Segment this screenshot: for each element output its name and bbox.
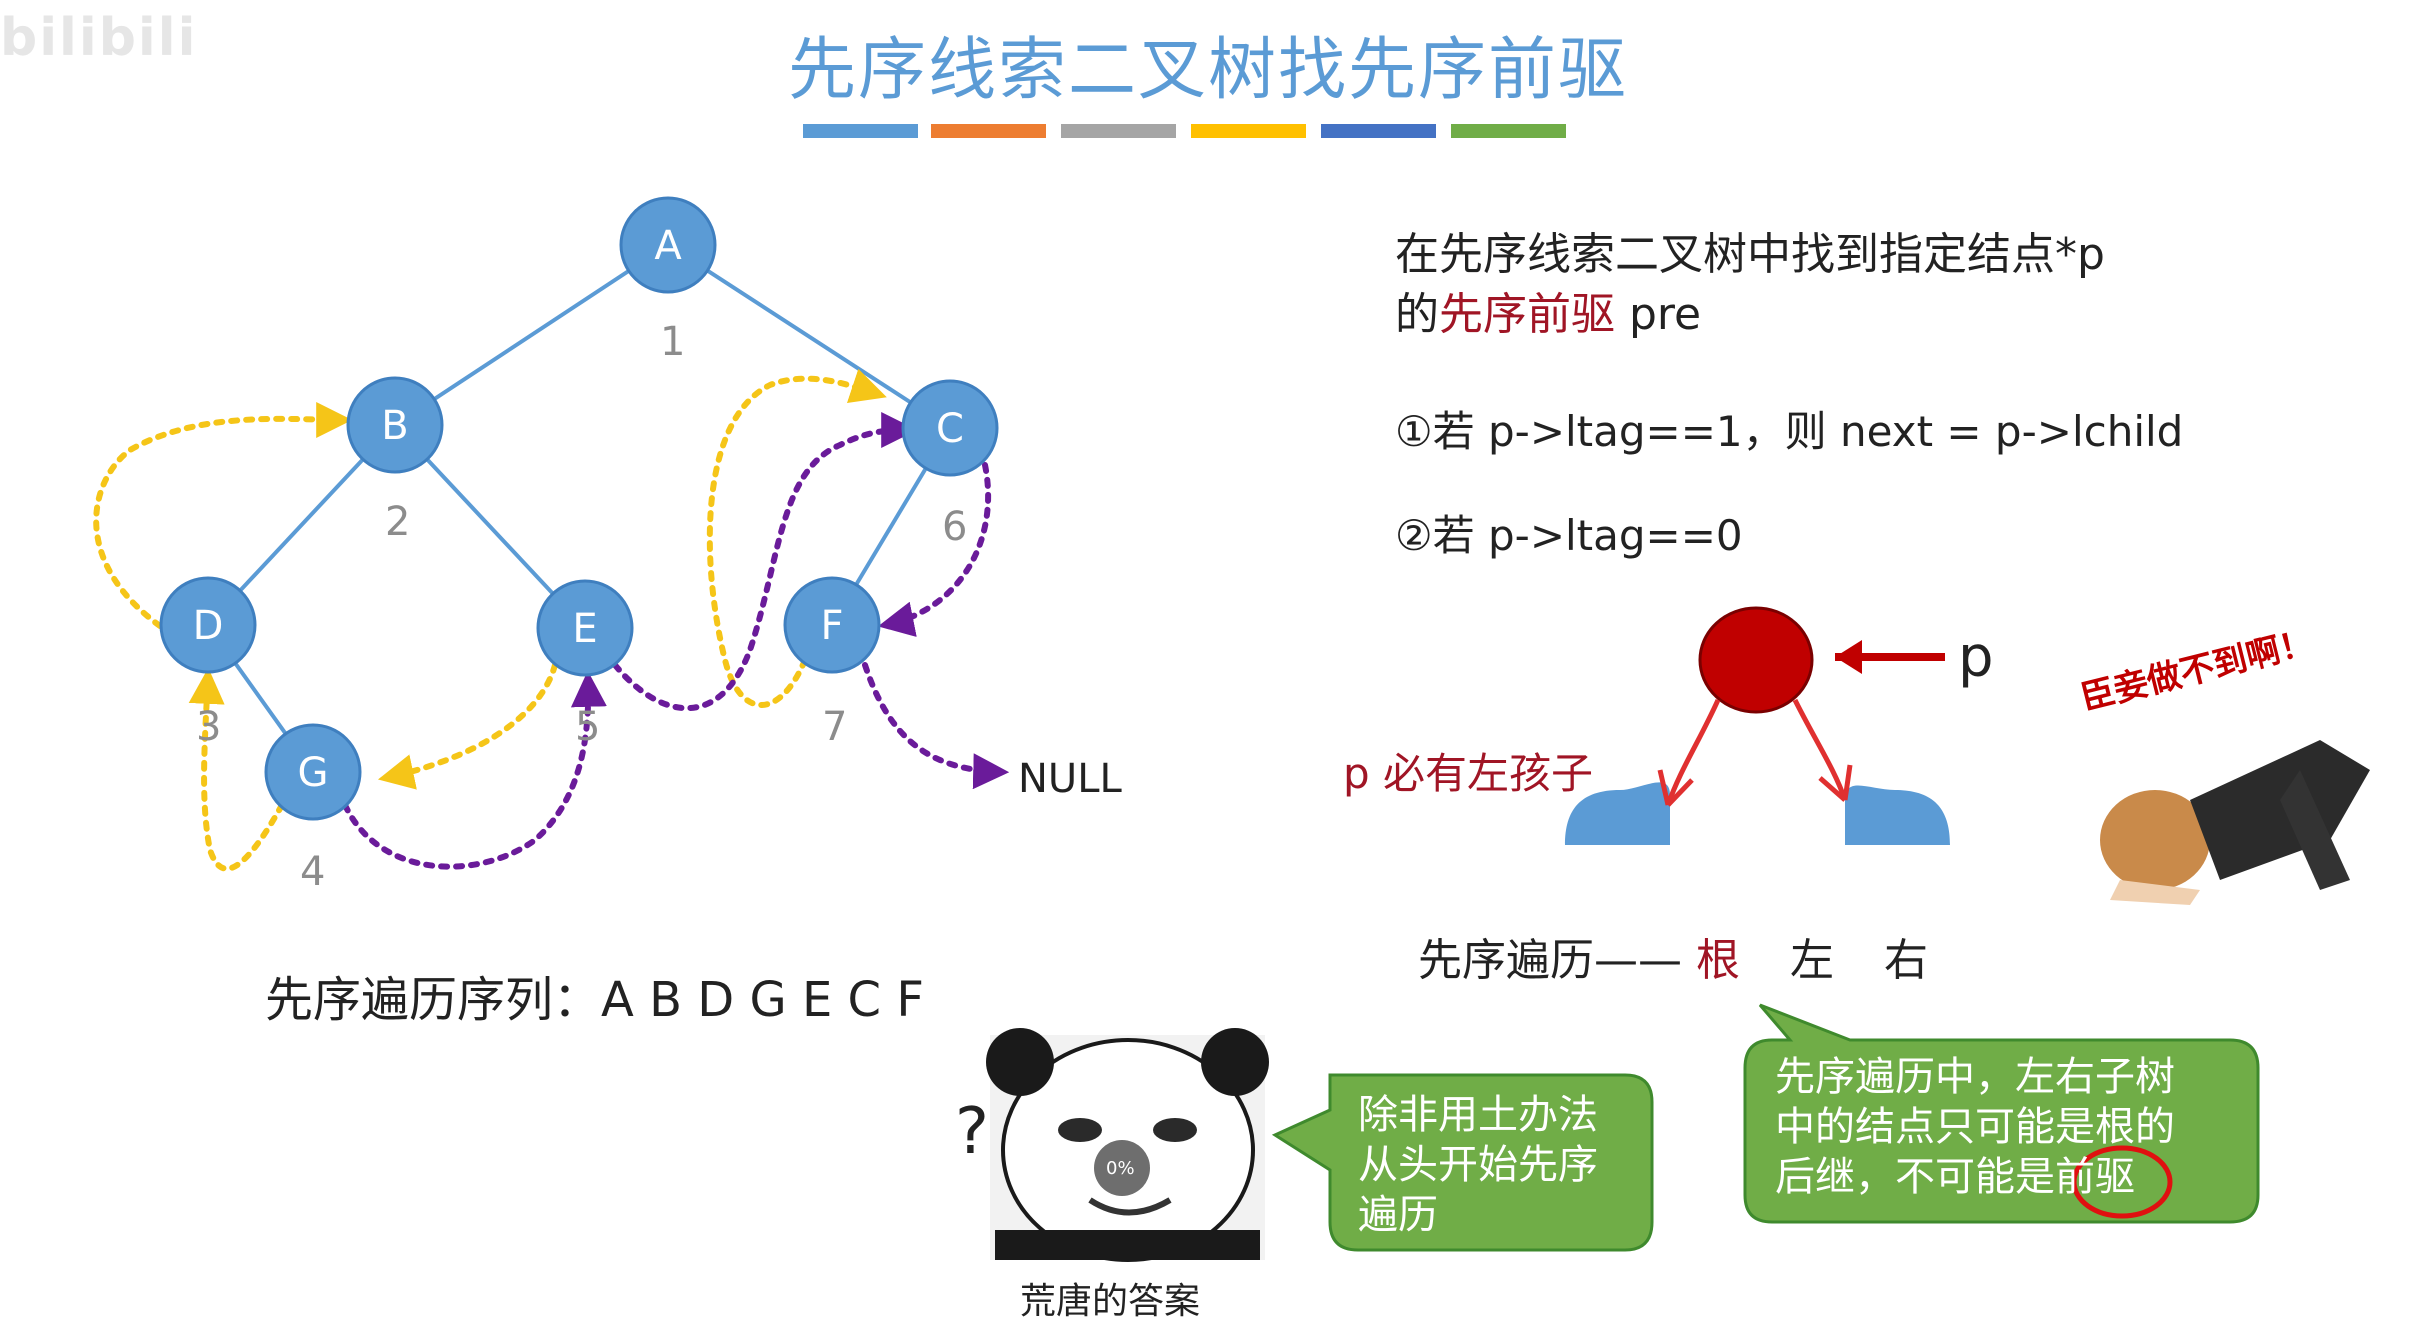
bubble-left-line-2: 从头开始先序 bbox=[1358, 1142, 1598, 1188]
left-word: 左 bbox=[1790, 935, 1834, 986]
thread-f-to-e-c bbox=[706, 368, 887, 708]
preorder-sequence-value: A B D G E C F bbox=[601, 972, 924, 1028]
highlight-preorder-predecessor: 先序前驱 bbox=[1439, 289, 1615, 340]
p-label: p bbox=[1958, 625, 1994, 690]
thread-e-to-c bbox=[612, 412, 918, 712]
bubble-left-line-3: 遍历 bbox=[1358, 1192, 1438, 1238]
progress-indicator bbox=[1094, 1140, 1150, 1196]
thread-g-to-e bbox=[342, 670, 607, 870]
bubble-right-line-3: 后继，不可能是前驱 bbox=[1775, 1152, 2135, 1202]
kneeling-character-sticker bbox=[2070, 690, 2370, 910]
title-color-bar bbox=[1321, 124, 1436, 138]
bubble-right-line-3-prefix: 后继，不可能是 bbox=[1775, 1154, 2055, 1200]
thread-arrows bbox=[93, 368, 1010, 872]
bubble-right-line-2: 中的结点只可能是根的 bbox=[1775, 1104, 2175, 1150]
thread-g-to-d bbox=[188, 667, 285, 872]
description-suffix: pre bbox=[1615, 289, 1702, 340]
visit-order-number-a: 1 bbox=[660, 319, 685, 365]
title-color-bar bbox=[1061, 124, 1176, 138]
tree-node-a bbox=[619, 196, 717, 294]
tree-node-g bbox=[264, 723, 362, 821]
has-left-child-label: p 必有左孩子 bbox=[1343, 749, 1594, 798]
title-color-bar bbox=[803, 124, 918, 138]
tree-node-f bbox=[783, 576, 881, 674]
root-word: 根 bbox=[1696, 935, 1740, 986]
slide-title: 先序线索二叉树找先序前驱 bbox=[787, 31, 1628, 110]
tree-edge-a-c bbox=[666, 243, 952, 430]
description-line-2: 的先序前驱 pre bbox=[1395, 278, 1701, 342]
tree-node-label-g: G bbox=[298, 750, 329, 796]
title-color-bar bbox=[1451, 124, 1566, 138]
meme-caption: 荒唐的答案 bbox=[1020, 1281, 1201, 1322]
title-color-bar bbox=[931, 124, 1046, 138]
rule-ltag-1: ①若 p->ltag==1，则 next = p->lchild bbox=[1395, 407, 2184, 456]
traversal-order-label: 先序遍历—— 根左右 bbox=[1418, 924, 1928, 988]
bubble-left-shape bbox=[1271, 1073, 1654, 1252]
circled-word-predecessor: 前驱 bbox=[2055, 1154, 2135, 1200]
right-edge-arrow bbox=[1792, 698, 1848, 801]
question-mark: ? bbox=[955, 1095, 989, 1169]
tree-node-b bbox=[346, 376, 444, 474]
left-edge-arrow bbox=[1665, 698, 1721, 806]
thread-d-to-b bbox=[93, 401, 353, 629]
tree-node-d bbox=[159, 576, 257, 674]
thread-f-to-null bbox=[862, 662, 1010, 790]
tree-node-label-d: D bbox=[193, 603, 224, 649]
visit-order-number-e: 5 bbox=[575, 704, 600, 750]
description-prefix: 的 bbox=[1395, 289, 1439, 340]
tree-node-label-c: C bbox=[936, 406, 964, 452]
thread-e-to-g bbox=[377, 662, 558, 790]
progress-text: 0% bbox=[1106, 1158, 1135, 1179]
visit-order-number-c: 6 bbox=[942, 504, 967, 550]
p-node bbox=[1698, 606, 1814, 714]
bubble-right-line-1: 先序遍历中，左右子树 bbox=[1775, 1054, 2175, 1100]
null-label: NULL bbox=[1018, 756, 1122, 802]
preorder-sequence-label: 先序遍历序列： bbox=[265, 972, 602, 1028]
tree-edge-a-b bbox=[393, 243, 670, 427]
bubble-left-line-1: 除非用土办法 bbox=[1358, 1092, 1598, 1138]
traversal-order-prefix: 先序遍历—— bbox=[1418, 935, 1682, 986]
tree-node-c bbox=[901, 379, 999, 477]
visit-order-number-d: 3 bbox=[196, 704, 221, 750]
title-color-bar bbox=[1191, 124, 1306, 138]
circled-predecessor-mark bbox=[2071, 1145, 2173, 1219]
watermark: bilibili bbox=[0, 8, 198, 68]
description-line-1: 在先序线索二叉树中找到指定结点*p bbox=[1395, 229, 2105, 280]
tree-node-label-a: A bbox=[654, 223, 682, 269]
visit-order-number-b: 2 bbox=[385, 499, 410, 545]
tree-node-label-b: B bbox=[381, 403, 408, 449]
tree-node-e bbox=[536, 579, 634, 677]
tree-node-label-f: F bbox=[820, 603, 843, 649]
rule-ltag-0: ②若 p->ltag==0 bbox=[1395, 511, 1743, 560]
left-child-shape bbox=[1565, 782, 1670, 845]
preorder-sequence: 先序遍历序列：A B D G E C F bbox=[265, 960, 924, 1030]
thread-c-to-f bbox=[877, 462, 992, 637]
visit-order-number-g: 4 bbox=[300, 849, 325, 895]
tree-node-label-e: E bbox=[572, 606, 597, 652]
right-word: 右 bbox=[1884, 935, 1928, 986]
right-child-shape bbox=[1845, 785, 1950, 845]
bubble-right-shape bbox=[1743, 1003, 2260, 1224]
visit-order-number-f: 7 bbox=[822, 704, 847, 750]
